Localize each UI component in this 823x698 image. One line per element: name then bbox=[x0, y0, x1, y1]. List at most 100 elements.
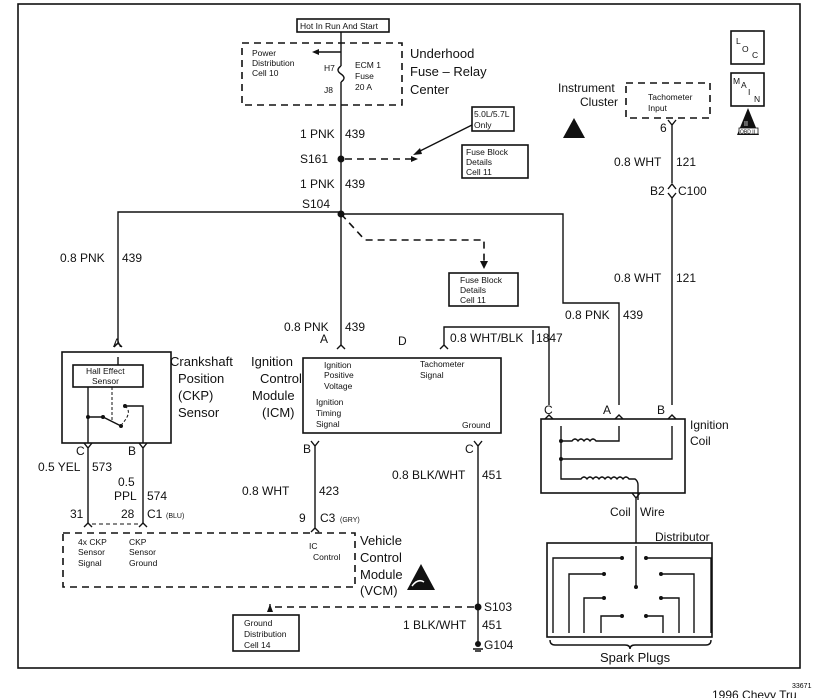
note-text: Details bbox=[466, 157, 492, 167]
ckp-sensor: A Hall Effect Sensor Crankshaft Position… bbox=[38, 336, 233, 528]
note-text: Cell 11 bbox=[466, 167, 492, 177]
wire-gauge: 0.8 BLK/WHT bbox=[392, 468, 466, 482]
diagram-frame bbox=[17, 3, 801, 669]
coil-wire-label: Wire bbox=[640, 505, 665, 519]
wire-circuit: 439 bbox=[623, 308, 643, 322]
icm-terminal: Positive bbox=[324, 370, 354, 380]
icm-terminal: Signal bbox=[420, 370, 444, 380]
pin-label: 28 bbox=[121, 507, 135, 521]
vcm-terminal: 4x CKP bbox=[78, 537, 107, 547]
wire-circuit: 121 bbox=[676, 271, 696, 285]
power-dist-label: Cell 10 bbox=[252, 68, 279, 78]
ckp-title: Position bbox=[178, 371, 224, 386]
ckp-title: Sensor bbox=[178, 405, 220, 420]
pin-label: C bbox=[76, 444, 85, 458]
engine-note bbox=[471, 106, 515, 132]
esd-warning-icon bbox=[407, 564, 435, 590]
wire-circuit: 439 bbox=[345, 177, 365, 191]
wire-gauge: 0.8 PNK bbox=[565, 308, 610, 322]
fuse-label: ECM 1 bbox=[355, 60, 381, 70]
wire-circuit: 574 bbox=[147, 489, 167, 503]
fuse-block-note bbox=[448, 272, 519, 307]
splice-s161 bbox=[337, 155, 345, 163]
icm-title: Module bbox=[252, 388, 295, 403]
pin-label: A bbox=[113, 336, 121, 350]
vcm-terminal: Control bbox=[313, 552, 341, 562]
j8-label: J8 bbox=[324, 85, 333, 95]
note-text: Distribution bbox=[244, 629, 287, 639]
connector-label: C3 bbox=[320, 511, 336, 525]
wire-gauge: 1 PNK bbox=[300, 177, 335, 191]
figure-ref: 33671 bbox=[792, 683, 812, 690]
wire-gauge: 0.5 YEL bbox=[38, 460, 81, 474]
wire-circuit: 439 bbox=[122, 251, 142, 265]
wire-circuit: 451 bbox=[482, 468, 502, 482]
badge-text: II bbox=[744, 121, 748, 128]
distributor: Distributor Spark Plugs bbox=[546, 530, 713, 665]
pin-label: A bbox=[320, 332, 328, 346]
cluster-terminal: Input bbox=[648, 103, 668, 113]
wire-circuit: 423 bbox=[319, 484, 339, 498]
splice-s103 bbox=[474, 603, 482, 611]
fuse-icon bbox=[337, 32, 345, 345]
wire-circuit: 1847 bbox=[536, 331, 563, 345]
footer-title: 1996 Chevy Tru bbox=[712, 688, 797, 698]
note-text: Cell 14 bbox=[244, 640, 271, 650]
note-text: Ground bbox=[244, 618, 273, 628]
pin-label: 9 bbox=[299, 511, 306, 525]
wire-gauge: 0.5 bbox=[118, 475, 135, 489]
cluster-title: Cluster bbox=[580, 95, 618, 109]
note-text: Details bbox=[460, 285, 486, 295]
badge-text: OBD II bbox=[740, 130, 755, 136]
vcm-title: Control bbox=[360, 550, 402, 565]
connector-color: (GRY) bbox=[340, 517, 360, 524]
vcm-title: (VCM) bbox=[360, 583, 398, 598]
instrument-cluster: Instrument Cluster Tachometer Input 6 bbox=[558, 81, 711, 405]
connector-label: C1 bbox=[147, 507, 163, 521]
icm-terminal: Tachometer bbox=[420, 359, 465, 369]
vcm-terminal: CKP bbox=[129, 537, 147, 547]
vcm-terminal: Sensor bbox=[78, 547, 105, 557]
wire-circuit: 451 bbox=[482, 618, 502, 632]
badge-letter: L bbox=[736, 36, 741, 46]
badge-letter: C bbox=[752, 50, 758, 60]
icm-title: Control bbox=[260, 371, 302, 386]
wire-circuit: 573 bbox=[92, 460, 112, 474]
cluster-terminal: Tachometer bbox=[648, 92, 693, 102]
pin-label: B bbox=[128, 444, 136, 458]
ckp-title: (CKP) bbox=[178, 388, 213, 403]
icm-title: Ignition bbox=[251, 354, 293, 369]
hot-in-run-label: Hot In Run And Start bbox=[300, 21, 379, 31]
note-text: Only bbox=[474, 120, 492, 130]
splice-label: S103 bbox=[484, 600, 512, 614]
wire-gauge: 1 PNK bbox=[300, 127, 335, 141]
wire-gauge: 0.8 WHT/BLK bbox=[450, 331, 523, 345]
pin-label: 6 bbox=[660, 121, 667, 135]
note-text: Fuse Block bbox=[466, 147, 509, 157]
pin-label: B bbox=[657, 403, 665, 417]
connector-color: (BLU) bbox=[166, 513, 184, 520]
obd-ii-badge[interactable]: II OBD II bbox=[737, 108, 759, 136]
badge-letter: I bbox=[748, 87, 750, 97]
vcm-title: Vehicle bbox=[360, 533, 402, 548]
fuse-label: Fuse bbox=[355, 71, 374, 81]
vcm-terminal: Ground bbox=[129, 558, 158, 568]
icm-terminal: Ignition bbox=[316, 397, 344, 407]
coil-title: Coil bbox=[690, 434, 711, 448]
h7-label: H7 bbox=[324, 63, 335, 73]
wire-gauge: 0.8 WHT bbox=[242, 484, 290, 498]
wire-gauge: 0.8 WHT bbox=[614, 155, 662, 169]
pin-label: C bbox=[544, 403, 553, 417]
loc-badge[interactable]: L O C bbox=[730, 30, 765, 65]
splice-label: S161 bbox=[300, 152, 328, 166]
badge-letter: A bbox=[741, 80, 747, 90]
main-badge[interactable]: M A I N bbox=[730, 72, 765, 107]
spark-plugs-brace bbox=[549, 639, 712, 650]
ground-icon bbox=[473, 641, 483, 652]
badge-letter: N bbox=[754, 94, 760, 104]
center-label: Fuse – Relay bbox=[410, 64, 487, 79]
coil-title: Ignition bbox=[690, 418, 729, 432]
fuse-block-note bbox=[461, 144, 529, 179]
hall-label: Sensor bbox=[92, 376, 119, 386]
